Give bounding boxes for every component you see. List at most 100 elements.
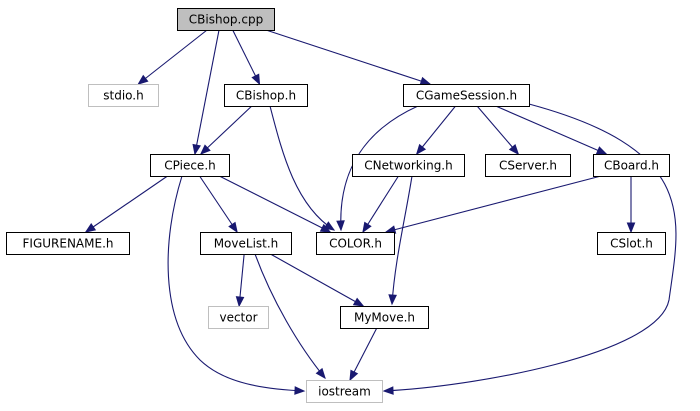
edge-cpiece-h-to-iostream-arrowhead xyxy=(294,386,306,395)
node-stdio-h: stdio.h xyxy=(88,84,159,107)
edge-cgamesession-h-to-cnetworking-h-line xyxy=(416,105,456,155)
edge-movelist-h-to-mymove-h-line xyxy=(270,253,364,307)
edge-cbishop-cpp-to-cpiece-h-line xyxy=(194,29,220,155)
edge-cnetworking-h-to-mymove-h-line xyxy=(391,175,413,305)
node-stdio-h-label: stdio.h xyxy=(103,89,143,103)
edge-movelist-h-to-mymove-h xyxy=(270,253,365,307)
node-cbishop-cpp[interactable]: CBishop.cpp xyxy=(177,8,275,31)
edge-mymove-h-to-iostream-line xyxy=(349,327,378,381)
edge-cbishop-cpp-to-cbishop-h-arrowhead xyxy=(251,73,261,86)
edge-cbishop-cpp-to-cbishop-h xyxy=(232,29,261,86)
node-cserver-h[interactable]: CServer.h xyxy=(485,154,571,177)
edge-mymove-h-to-iostream-arrowhead xyxy=(349,369,359,382)
edge-cboard-h-to-color-h-line xyxy=(385,175,602,233)
edge-cpiece-h-to-color-h-line xyxy=(219,175,331,233)
edge-cnetworking-h-to-mymove-h-arrowhead xyxy=(388,294,397,306)
node-cslot-h[interactable]: CSlot.h xyxy=(597,232,666,255)
edge-movelist-h-to-mymove-h-arrowhead xyxy=(352,297,365,307)
edge-cbishop-cpp-to-cbishop-h-line xyxy=(232,29,260,85)
node-movelist-h[interactable]: MoveList.h xyxy=(200,232,292,255)
edge-cgamesession-h-to-cserver-h-arrowhead xyxy=(508,143,520,156)
edge-movelist-h-to-iostream xyxy=(254,253,326,380)
edge-mymove-h-to-iostream xyxy=(349,327,378,382)
node-movelist-h-box xyxy=(200,232,292,255)
node-cbishop-cpp-label: CBishop.cpp xyxy=(189,13,263,27)
edge-cnetworking-h-to-color-h xyxy=(362,175,399,234)
node-iostream: iostream xyxy=(306,380,383,403)
node-vector: vector xyxy=(208,306,269,329)
edge-cbishop-cpp-to-cpiece-h xyxy=(192,29,220,156)
edge-cbishop-h-to-color-h-line xyxy=(269,105,335,231)
node-color-h[interactable]: COLOR.h xyxy=(316,232,395,255)
edge-cboard-h-to-color-h xyxy=(384,175,602,234)
edge-cpiece-h-to-movelist-h-arrowhead xyxy=(228,221,238,234)
node-movelist-h-label: MoveList.h xyxy=(214,237,279,251)
edge-cpiece-h-to-figurename-h xyxy=(84,175,168,233)
node-cserver-h-label: CServer.h xyxy=(499,159,557,173)
edge-cnetworking-h-to-mymove-h xyxy=(388,175,413,306)
node-vector-label: vector xyxy=(219,311,257,325)
edge-cbishop-cpp-to-cgamesession-h-line xyxy=(265,29,431,85)
edge-movelist-h-to-iostream-line xyxy=(254,253,326,379)
node-vector-box xyxy=(208,306,269,329)
edge-cgamesession-h-to-cboard-h-arrowhead xyxy=(595,146,608,155)
edge-cgamesession-h-to-iostream-arrowhead xyxy=(382,386,394,395)
node-color-h-label: COLOR.h xyxy=(329,237,382,251)
edge-cgamesession-h-to-cboard-h xyxy=(495,105,608,155)
edge-movelist-h-to-vector-arrowhead xyxy=(235,296,245,308)
node-mymove-h[interactable]: MyMove.h xyxy=(340,306,429,329)
node-cslot-h-label: CSlot.h xyxy=(610,237,653,251)
edge-cgamesession-h-to-cnetworking-h-arrowhead xyxy=(415,143,427,156)
edge-cbishop-h-to-color-h xyxy=(269,105,336,231)
edge-cbishop-cpp-to-stdio-h xyxy=(137,29,208,85)
nodes-layer: CBishop.cpp stdio.h CBishop.h CGameSession.… xyxy=(6,8,670,403)
node-stdio-h-box xyxy=(88,84,159,107)
node-cbishop-cpp-box xyxy=(177,8,275,31)
edge-cpiece-h-to-figurename-h-line xyxy=(85,175,168,233)
node-cbishop-h-label: CBishop.h xyxy=(236,89,296,103)
edge-cpiece-h-to-iostream-line xyxy=(167,175,305,392)
edge-cboard-h-to-cslot-h-arrowhead xyxy=(626,222,636,234)
edge-cgamesession-h-to-color-h-arrowhead xyxy=(336,220,345,232)
node-cpiece-h-box xyxy=(150,154,230,177)
edge-cbishop-h-to-cpiece-h-arrowhead xyxy=(199,144,211,155)
edge-cbishop-cpp-to-cgamesession-h xyxy=(265,29,432,86)
node-figurename-h[interactable]: FIGURENAME.h xyxy=(6,232,130,255)
edge-cnetworking-h-to-color-h-line xyxy=(362,175,399,233)
edge-cgamesession-h-to-cserver-h xyxy=(476,105,520,156)
node-cnetworking-h-box xyxy=(352,154,465,177)
edge-cbishop-cpp-to-cpiece-h-arrowhead xyxy=(192,143,201,156)
node-cnetworking-h-label: CNetworking.h xyxy=(364,159,452,173)
edge-cbishop-h-to-cpiece-h-line xyxy=(200,105,253,155)
edge-cpiece-h-to-figurename-h-arrowhead xyxy=(84,223,97,233)
node-cbishop-h[interactable]: CBishop.h xyxy=(224,84,308,107)
edge-cgamesession-h-to-cnetworking-h xyxy=(415,105,456,156)
edge-cbishop-h-to-cpiece-h xyxy=(199,105,253,155)
edge-cpiece-h-to-color-h-arrowhead xyxy=(319,223,332,233)
edge-cboard-h-to-cslot-h xyxy=(626,176,636,234)
node-mymove-h-box xyxy=(340,306,429,329)
node-cpiece-h[interactable]: CPiece.h xyxy=(150,154,230,177)
node-cslot-h-box xyxy=(597,232,666,255)
edge-cbishop-cpp-to-stdio-h-arrowhead xyxy=(137,74,149,85)
node-cgamesession-h-box xyxy=(403,84,530,107)
node-cgamesession-h[interactable]: CGameSession.h xyxy=(403,84,530,107)
node-figurename-h-label: FIGURENAME.h xyxy=(23,237,114,251)
node-cbishop-h-box xyxy=(224,84,308,107)
edge-cnetworking-h-to-color-h-arrowhead xyxy=(362,221,372,234)
edge-cbishop-cpp-to-stdio-h-line xyxy=(138,29,208,85)
edge-cpiece-h-to-movelist-h-line xyxy=(199,175,238,233)
edge-cbishop-cpp-to-cgamesession-h-arrowhead xyxy=(419,76,432,86)
edge-movelist-h-to-vector xyxy=(235,253,245,308)
edge-movelist-h-to-iostream-arrowhead xyxy=(315,367,326,380)
edges-layer xyxy=(84,29,677,395)
node-cpiece-h-label: CPiece.h xyxy=(164,159,215,173)
node-mymove-h-label: MyMove.h xyxy=(354,311,415,325)
node-figurename-h-box xyxy=(6,232,130,255)
node-cboard-h[interactable]: CBoard.h xyxy=(593,154,670,177)
node-cnetworking-h[interactable]: CNetworking.h xyxy=(352,154,465,177)
node-cgamesession-h-label: CGameSession.h xyxy=(416,89,517,103)
edge-cpiece-h-to-color-h xyxy=(219,175,332,233)
edge-cgamesession-h-to-cserver-h-line xyxy=(476,105,519,155)
